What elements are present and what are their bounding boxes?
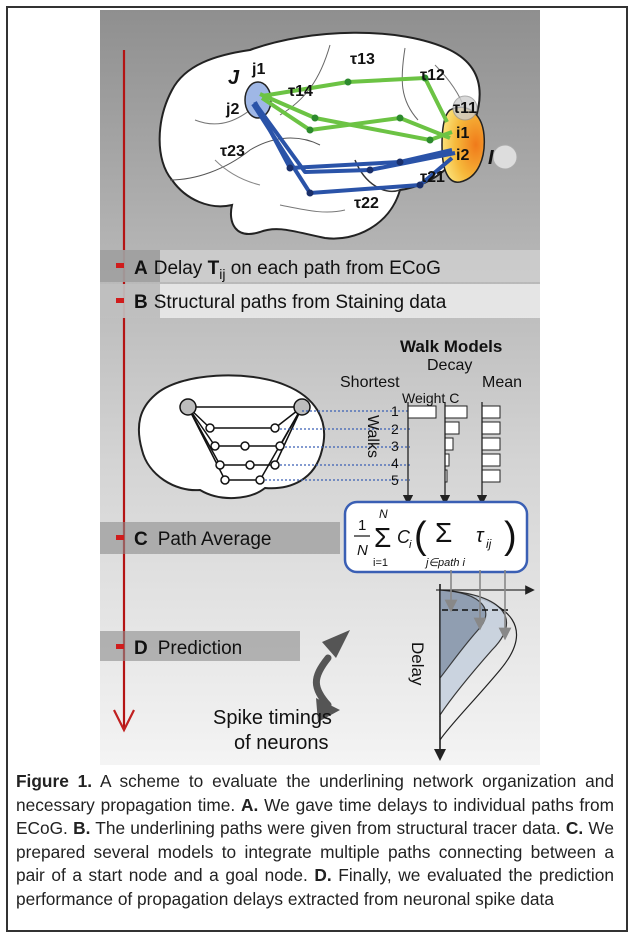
label-tau11: τ11 [453,100,477,117]
svg-text:): ) [504,515,517,557]
spike-timings-line2: of neurons [234,732,329,754]
label-j1: j1 [251,61,265,78]
svg-text:3: 3 [391,438,399,454]
label-tau13: τ13 [350,51,375,68]
step-A-band [100,250,540,282]
caption-a-text: We gave time delays to individual paths … [16,794,614,839]
walk-models-title: Walk Models [400,337,502,356]
timeline-arrow-icon [113,709,135,733]
delay-distribution [434,570,535,761]
step-D-marker [116,644,124,649]
delay-axis-label: Delay [408,642,427,686]
label-tau14: τ14 [288,83,313,100]
label-J: J [228,67,240,89]
label-j2: j2 [225,101,239,118]
svg-text:5: 5 [391,472,399,488]
walk-models-mean: Mean [482,374,522,391]
label-i2: i2 [456,147,469,164]
walk-numbers: 1 2 3 4 5 [391,403,399,488]
caption-figure-label: Figure 1. [16,771,93,791]
svg-text:(: ( [414,515,427,557]
svg-text:i: i [409,539,412,551]
svg-text:C: C [397,527,411,547]
svg-text:τ: τ [476,525,485,547]
step-C-band [100,522,340,554]
svg-text:j∈path i: j∈path i [424,557,465,569]
shortest-bars [407,405,437,419]
caption-c-label: C. [565,818,584,838]
region-I-marker [492,144,518,170]
figure-caption: Figure 1. A scheme to evaluate the under… [16,770,614,911]
step-A-marker [116,263,124,268]
walk-models-weight: Weight C [402,390,459,406]
formula-box [343,500,529,574]
label-tau23: τ23 [220,143,245,160]
caption-c-text: We prepared several models to integrate … [16,818,615,885]
label-tau22: τ22 [354,195,379,212]
svg-text:1: 1 [391,403,399,419]
svg-text:Σ: Σ [435,517,452,548]
walks-label: Walks [364,415,381,458]
green-paths [259,76,453,142]
step-A-band-dark [100,250,160,282]
svg-text:N: N [379,507,388,521]
caption-b-text: The underlining paths were given from st… [90,818,566,838]
svg-text:2: 2 [391,421,399,437]
label-tau12: τ12 [420,67,445,84]
svg-text:ij: ij [486,537,492,551]
svg-text:N: N [357,542,368,559]
walk-models-shortest: Shortest [340,374,400,391]
formula: 1 N N Σ i=1 C i ( Σ j∈path i τ ij ) [354,507,517,569]
region-I [441,106,486,183]
walk-connectors [265,410,410,481]
step-B-band [100,284,540,318]
step-C-marker [116,535,124,540]
walk-models-decay: Decay [427,357,472,374]
caption-a-label: A. [241,794,259,815]
blue-paths [251,101,456,195]
label-tau21: τ21 [420,169,445,186]
svg-text:1: 1 [358,517,366,534]
region-tau11-marker [452,95,478,121]
prediction-arrow-icon [312,630,350,722]
svg-text:i=1: i=1 [373,557,388,569]
caption-intro: A scheme to evaluate the underlining net… [16,771,614,815]
figure-diagram: J j1 j2 τ14 τ13 τ12 τ11 i1 i2 I τ23 τ22 … [100,10,540,765]
caption-d-label: D. [314,865,332,885]
svg-text:4: 4 [391,455,399,471]
mean-bars [481,405,501,483]
step-B-band-dark [100,284,160,318]
svg-text:Σ: Σ [374,522,391,553]
label-I: I [488,147,494,169]
step-B-marker [116,298,124,303]
brain-network [137,374,326,500]
step-D-band [100,631,300,661]
spike-timings-line1: Spike timings [213,707,332,729]
caption-b-label: B. [73,818,91,838]
caption-d-text: Finally, we evaluated the prediction per… [16,865,614,909]
label-i1: i1 [456,125,469,142]
